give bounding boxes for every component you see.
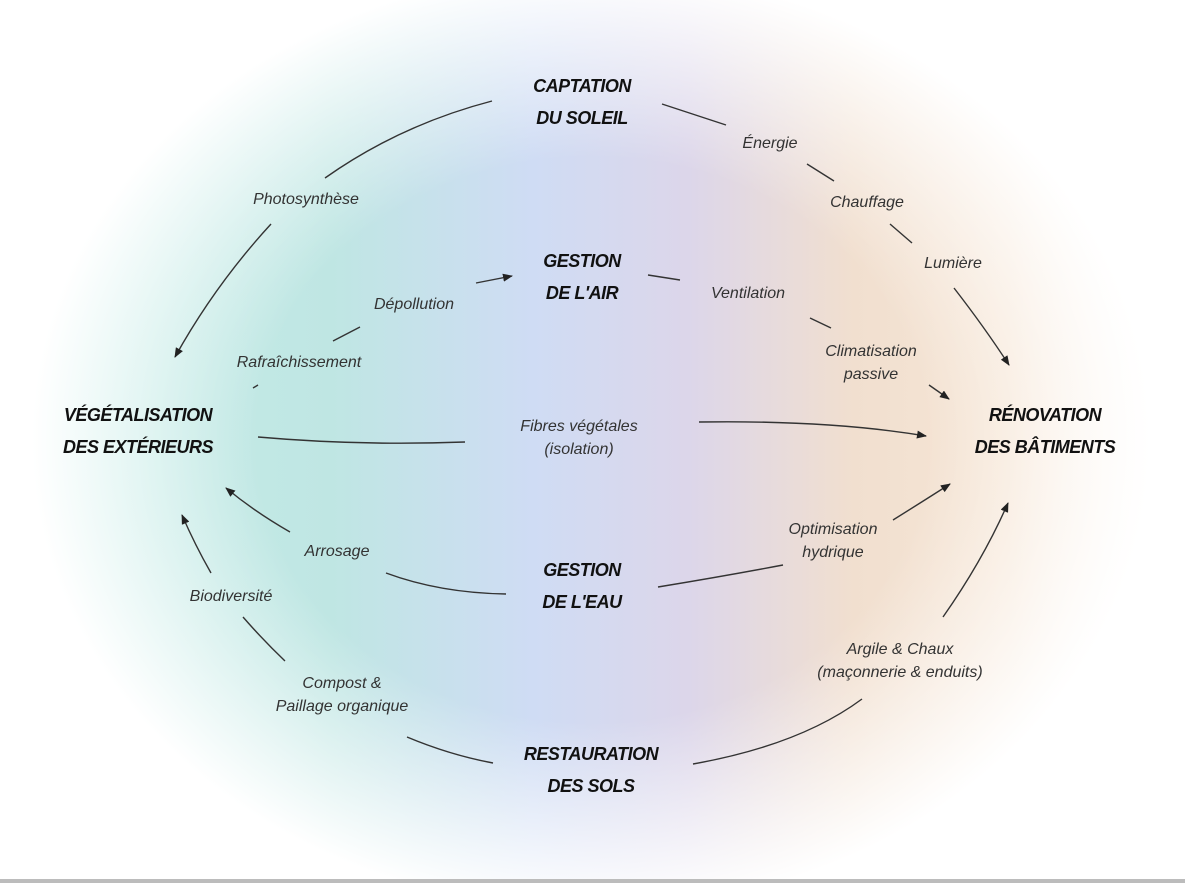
arrow-biodiversite-vegetalisation	[181, 514, 212, 574]
node-gestion-eau: GESTION DE L'EAU	[542, 554, 622, 618]
label-depollution: Dépollution	[373, 296, 455, 313]
node-restauration-sols: RESTAURATION DES SOLS	[523, 738, 659, 802]
connector-sols-compost	[406, 736, 494, 764]
label-argile-chaux: Argile & Chaux (maçonnerie & enduits)	[817, 638, 982, 684]
node-line: GESTION	[543, 560, 621, 580]
connector-ventilation-climatisation	[809, 317, 832, 329]
label-line: (isolation)	[544, 441, 614, 458]
label-biodiversite: Biodiversité	[189, 588, 273, 605]
connector-eau-optimisation	[657, 564, 784, 588]
node-line: DE L'EAU	[542, 592, 622, 612]
label-chauffage: Chauffage	[830, 194, 904, 211]
connector-sols-argile	[692, 698, 863, 765]
node-line: DU SOLEIL	[536, 108, 628, 128]
arrow-fibres-renovation	[698, 421, 927, 439]
arrow-photosynthese-vegetalisation	[174, 223, 272, 358]
bottom-border	[0, 879, 1185, 883]
label-line: passive	[843, 366, 899, 383]
label-climatisation-passive: Climatisation passive	[825, 340, 917, 386]
node-captation-soleil: CAPTATION DU SOLEIL	[533, 70, 631, 134]
node-line: RÉNOVATION	[988, 405, 1102, 425]
connector-rafraichissement-depollution	[332, 326, 361, 342]
connector-eau-arrosage	[385, 572, 507, 595]
node-vegetalisation-exterieurs: VÉGÉTALISATION DES EXTÉRIEURS	[62, 399, 214, 463]
node-line: RESTAURATION	[523, 744, 659, 764]
node-line: DES BÂTIMENTS	[974, 437, 1116, 457]
label-line: (maçonnerie & enduits)	[817, 664, 983, 681]
label-line: Fibres végétales	[520, 418, 638, 435]
label-arrosage: Arrosage	[304, 543, 370, 560]
label-rafraichissement: Rafraîchissement	[236, 354, 362, 371]
node-line: DES SOLS	[547, 776, 635, 796]
label-line: Paillage organique	[275, 698, 409, 715]
label-line: Optimisation	[788, 521, 878, 538]
label-ventilation: Ventilation	[710, 285, 786, 302]
arrow-optimisation-renovation	[892, 483, 951, 521]
connector-air-ventilation	[647, 274, 681, 281]
label-lumiere: Lumière	[924, 255, 982, 272]
node-line: GESTION	[543, 251, 621, 271]
node-renovation-batiments: RÉNOVATION DES BÂTIMENTS	[975, 399, 1116, 463]
node-line: VÉGÉTALISATION	[63, 405, 213, 425]
label-compost-paillage: Compost & Paillage organique	[276, 672, 409, 718]
connector-chauffage-lumiere	[889, 223, 913, 244]
connector-compost-biodiversite	[242, 616, 286, 662]
node-line: CAPTATION	[533, 76, 631, 96]
label-line: hydrique	[802, 544, 864, 561]
connector-rafraichissement-stub	[252, 384, 259, 389]
label-line: Climatisation	[825, 343, 917, 360]
connector-energie-chauffage	[806, 163, 835, 182]
arrow-lumiere-renovation	[953, 287, 1010, 366]
label-fibres-vegetales: Fibres végétales (isolation)	[520, 415, 637, 461]
label-photosynthese: Photosynthèse	[253, 191, 359, 208]
label-energie: Énergie	[742, 135, 798, 152]
arrow-arrosage-vegetalisation	[225, 487, 291, 533]
label-line: Compost &	[302, 675, 382, 692]
label-optimisation-hydrique: Optimisation hydrique	[789, 518, 878, 564]
node-gestion-air: GESTION DE L'AIR	[543, 245, 621, 309]
node-line: DES EXTÉRIEURS	[62, 437, 214, 457]
connector-soleil-energie	[661, 103, 727, 126]
arrow-climatisation-renovation	[928, 384, 950, 400]
connector-vegetalisation-fibres	[257, 436, 466, 444]
label-line: Argile & Chaux	[846, 641, 954, 658]
arrow-depollution-air	[475, 273, 513, 284]
connector-soleil-photosynthese	[324, 100, 493, 179]
node-line: DE L'AIR	[545, 283, 619, 303]
arrow-argile-renovation	[942, 502, 1009, 618]
